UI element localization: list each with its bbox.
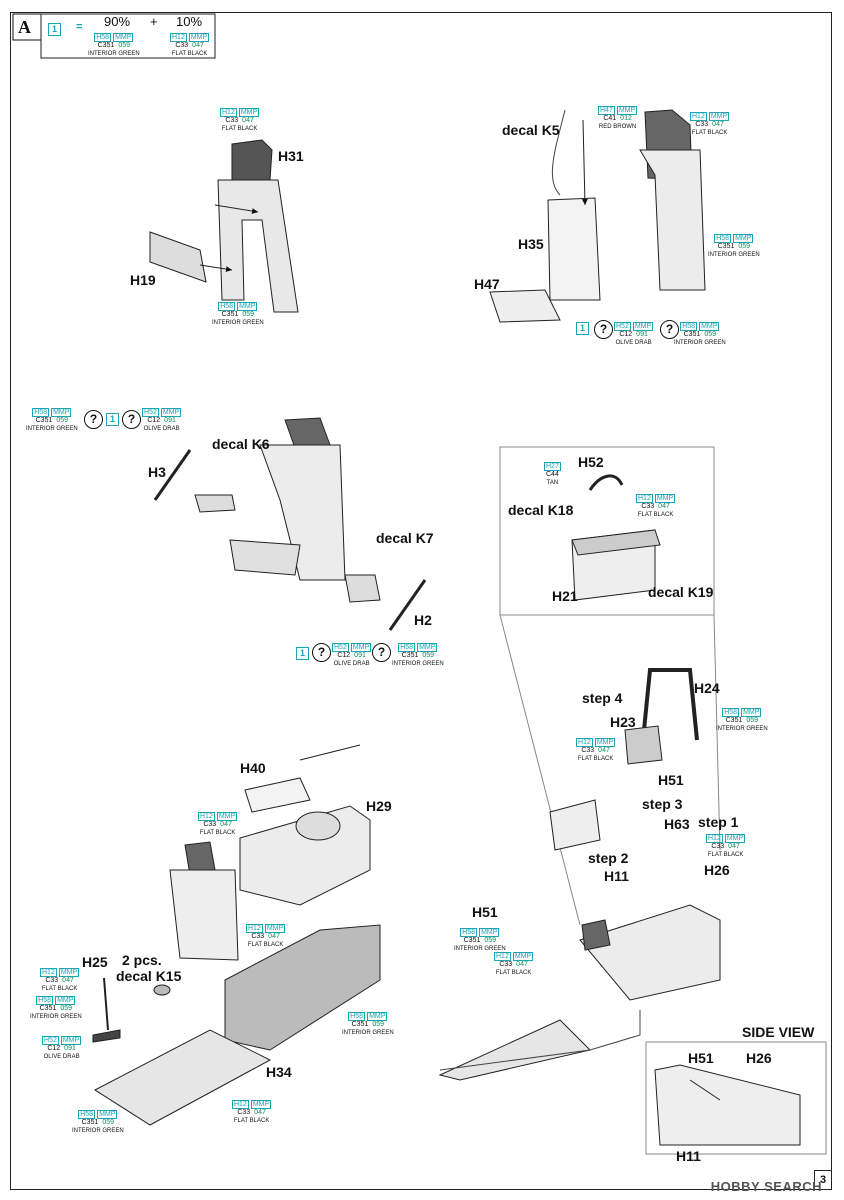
part-label: H31 [278,148,304,164]
part-label: H63 [664,816,690,832]
decal-label: decal K18 [508,502,574,518]
mix-box-number: 1 [48,23,61,36]
part-label: H11 [604,868,629,884]
side-view-title: SIDE VIEW [742,1024,815,1040]
decal-label: decal K15 [116,968,182,984]
part-label: H51 [688,1050,714,1066]
paint-callout: H27 C44 TAN [544,462,561,486]
part-label: H47 [474,276,500,292]
decal-label: decal K5 [502,122,560,138]
part-label: H24 [694,680,720,696]
part-label: H26 [704,862,730,878]
question-mark-icon: ? [372,643,391,662]
watermark: HOBBY SEARCH [710,1179,822,1194]
question-mark-icon: ? [594,320,613,339]
percent-a: 90% [104,14,131,29]
step-label: step 2 [588,850,629,866]
part-label: H34 [266,1064,292,1080]
question-mark-icon: ? [84,410,103,429]
question-mark-icon: ? [122,410,141,429]
equals-sign: = [76,21,83,33]
decal-count: 2 pcs. [122,952,162,968]
mix-reference: 1 [106,413,119,426]
part-label: H21 [552,588,578,604]
part-label: H3 [148,464,166,480]
question-mark-icon: ? [312,643,331,662]
part-label: H11 [676,1148,701,1164]
part-label: H52 [578,454,604,470]
part-label: H23 [610,714,636,730]
plus-sign: + [150,14,158,29]
part-label: H51 [472,904,498,920]
step-letter: A [18,17,31,37]
decal-label: decal K6 [212,436,270,452]
step-label: step 1 [698,814,739,830]
percent-b: 10% [176,14,203,29]
part-label: H35 [518,236,544,252]
page-number: 3 [814,1170,831,1189]
part-label: H19 [130,272,156,288]
part-label: H40 [240,760,266,776]
part-label: H25 [82,954,108,970]
step-label: step 3 [642,796,683,812]
decal-label: decal K19 [648,584,714,600]
mix-reference: 1 [296,647,309,660]
decal-label: decal K7 [376,530,434,546]
step-label: step 4 [582,690,623,706]
part-label: H29 [366,798,392,814]
instruction-frame: 3 [10,12,832,1190]
part-label: H2 [414,612,432,628]
part-label: H51 [658,772,684,788]
question-mark-icon: ? [660,320,679,339]
part-label: H26 [746,1050,772,1066]
mix-reference: 1 [576,322,589,335]
